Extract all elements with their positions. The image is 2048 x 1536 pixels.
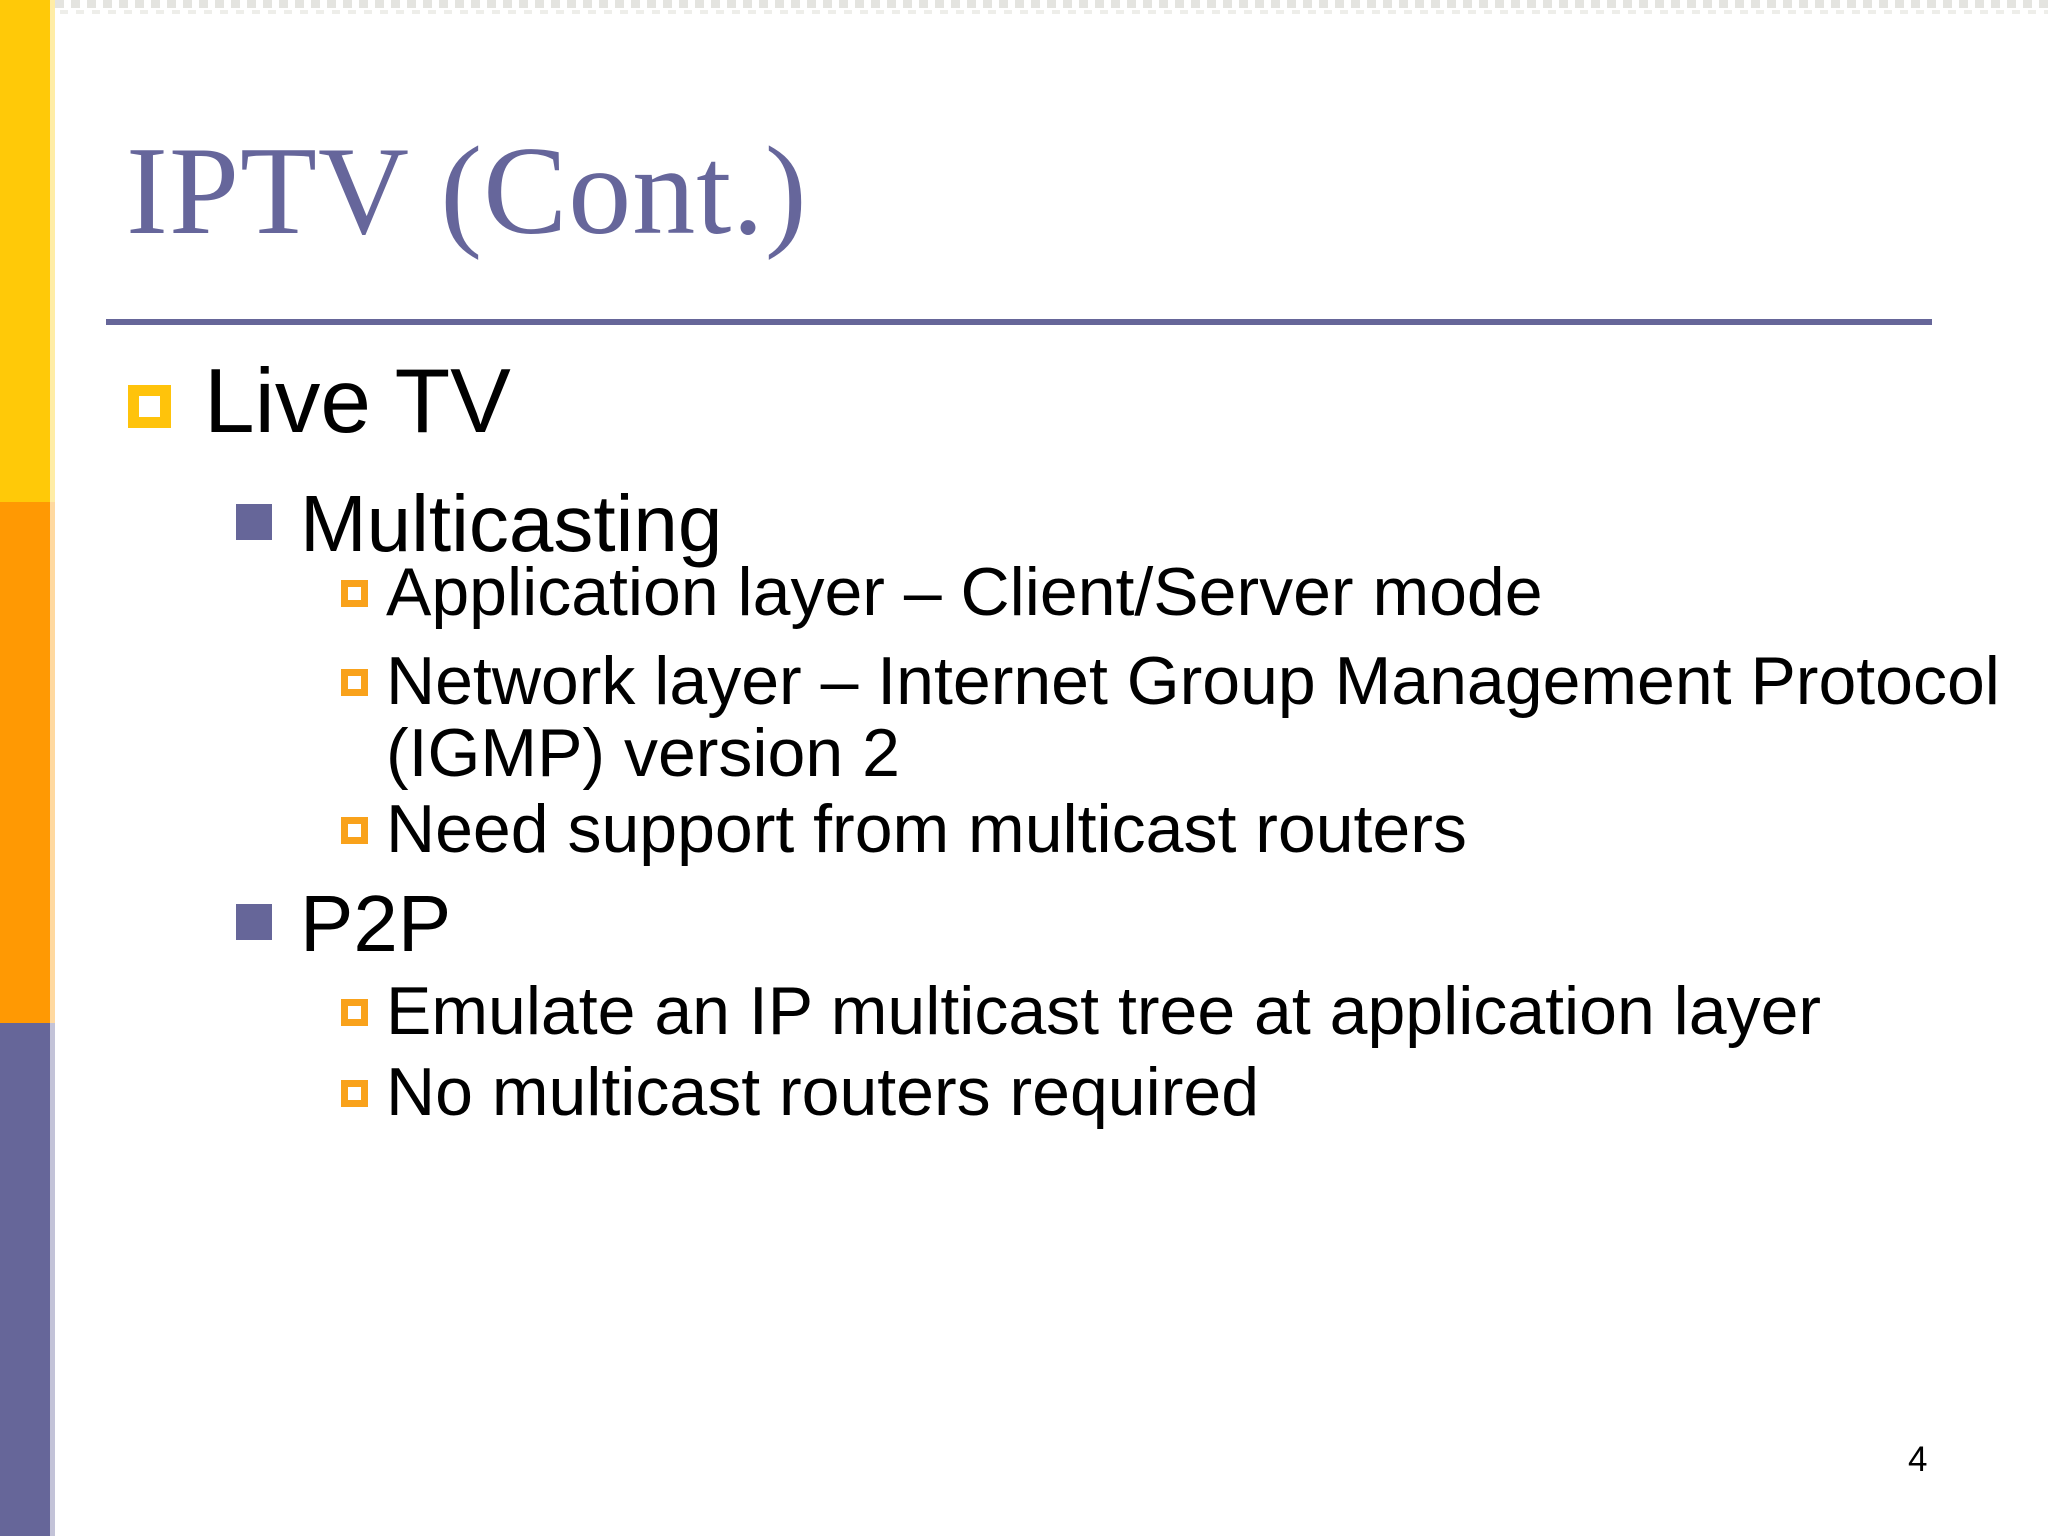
hollow-square-bullet-icon [128,385,171,428]
list-item-application-layer: Application layer – Client/Server mode [341,556,1543,628]
list-item-p2p: P2P [236,878,451,970]
hollow-square-bullet-icon [341,580,368,607]
list-item-network-layer: Network layer – Internet Group Managemen… [341,645,2006,789]
stripe-segment-purple [0,1023,55,1536]
list-item-text: P2P [300,879,452,968]
list-item-text: Live TV [204,351,511,452]
hollow-square-bullet-icon [341,669,368,696]
list-item-text: No multicast routers required [386,1054,1260,1130]
hollow-square-bullet-icon [341,817,368,844]
stripe-segment-orange [0,502,55,1023]
left-accent-stripe [0,0,55,1536]
list-item-emulate-tree: Emulate an IP multicast tree at applicat… [341,975,1821,1047]
stripe-segment-yellow [0,0,55,502]
solid-square-bullet-icon [236,904,272,940]
title-divider-line [106,319,1932,325]
list-item-no-routers: No multicast routers required [341,1056,1259,1128]
hollow-square-bullet-icon [341,999,368,1026]
list-item-text: Emulate an IP multicast tree at applicat… [386,973,1822,1049]
list-item-need-support: Need support from multicast routers [341,793,1467,865]
list-item-multicasting: Multicasting [236,478,722,570]
top-dashed-border [55,0,2048,16]
slide-title: IPTV (Cont.) [126,122,808,261]
list-item-text: Need support from multicast routers [386,791,1467,867]
solid-square-bullet-icon [236,504,272,540]
page-number: 4 [1908,1440,1928,1479]
list-item-live-tv: Live TV [128,350,511,455]
list-item-text: Multicasting [300,479,723,568]
list-item-text: Application layer – Client/Server mode [386,554,1543,630]
list-item-text: Network layer – Internet Group Managemen… [386,643,2000,792]
hollow-square-bullet-icon [341,1080,368,1107]
